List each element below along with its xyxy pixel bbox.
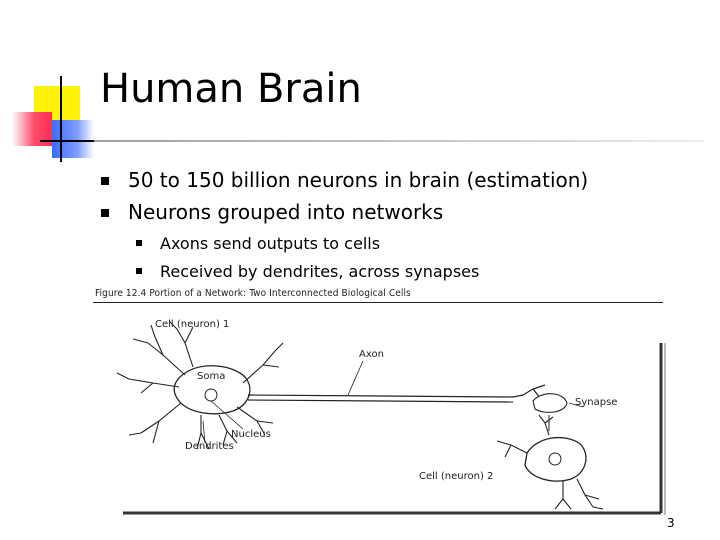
figure-caption: Figure 12.4 Portion of a Network: Two In… [95,288,411,299]
figure-box: Cell (neuron) 1 Axon Soma Synapse Nucleu… [93,302,666,515]
bullet-text: Axons send outputs to cells [160,234,381,253]
neuron-illustration [116,320,666,515]
decor-blue-square [52,120,94,158]
bullet-square-icon [136,268,142,274]
label-cell-2: Cell (neuron) 2 [419,471,494,482]
bullet-text: Received by dendrites, across synapses [160,262,480,281]
soma-2-shape [524,436,587,482]
bullet-text: Neurons grouped into networks [128,200,444,224]
neuron-network-figure: Figure 12.4 Portion of a Network: Two In… [93,288,673,516]
sub-bullet-item: Received by dendrites, across synapses [136,262,480,281]
bullet-item: Neurons grouped into networks [101,200,444,224]
label-nucleus: Nucleus [231,429,271,440]
label-dendrites: Dendrites [185,441,234,452]
axon-path [247,384,546,403]
label-synapse: Synapse [575,397,618,408]
page-number: 3 [667,516,675,530]
label-cell-1: Cell (neuron) 1 [155,319,230,330]
decor-vertical-line [60,76,62,162]
dendrites-1 [116,320,284,450]
bullet-square-icon [136,240,142,246]
sub-bullet-item: Axons send outputs to cells [136,234,381,253]
title-rule [94,140,704,142]
bullet-item: 50 to 150 billion neurons in brain (esti… [101,168,589,192]
label-soma: Soma [197,371,226,382]
decor-horizontal-line [40,140,94,142]
bullet-text: 50 to 150 billion neurons in brain (esti… [128,168,589,192]
label-axon: Axon [359,349,384,360]
soma-1-shape [173,365,251,415]
slide-title: Human Brain [100,66,362,112]
dendrites-2 [496,414,604,510]
bullet-square-icon [101,209,109,217]
synapse-terminal [532,393,568,413]
bullet-square-icon [101,177,109,185]
